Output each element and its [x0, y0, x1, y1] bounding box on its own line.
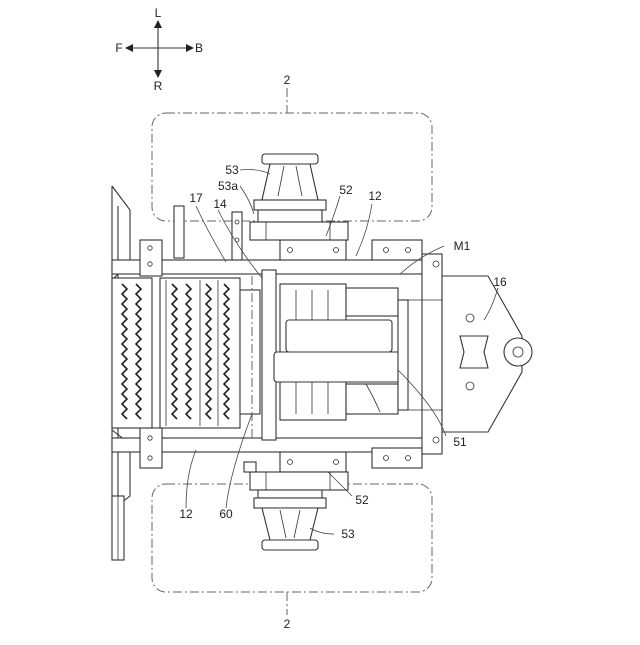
core-end-tank [240, 290, 260, 414]
hub-top-flange [254, 200, 326, 210]
label-part-17: 17 [189, 191, 203, 205]
arrow-down-icon [154, 70, 162, 78]
rear-crossmember [422, 254, 442, 454]
label-frame-top: 12 [368, 189, 382, 203]
arrow-right-icon [186, 44, 194, 52]
axle-housing-bottom [250, 472, 348, 490]
hub-top [250, 154, 348, 240]
motor-body-upper [286, 320, 392, 352]
label-gear-bottom: 52 [355, 493, 369, 507]
leader-hub-top [240, 170, 270, 175]
rear-bracket-top [372, 240, 422, 260]
label-hitch: 16 [493, 275, 507, 289]
label-hub-bottom: 53 [341, 527, 355, 541]
compass-right-label: B [195, 41, 203, 55]
label-wheel-bottom: 2 [284, 617, 291, 631]
label-part-60: 60 [219, 507, 233, 521]
radiator-assembly [112, 276, 272, 440]
drive-housing [262, 240, 408, 472]
frame-post-14 [232, 212, 242, 260]
motor-housing-bottom [346, 384, 398, 414]
motor-body-lower [274, 352, 404, 382]
leader-hub-sub [240, 186, 254, 214]
leader-part-17 [196, 206, 226, 262]
hub-bottom-collar [258, 490, 322, 498]
gear-mount-top [280, 240, 346, 260]
label-hub-top: 53 [225, 163, 239, 177]
label-gear-top: 52 [339, 183, 353, 197]
gear-mount-bottom [280, 452, 346, 472]
hub-bottom-bolt-block [244, 462, 256, 472]
label-wheel-top: 2 [284, 73, 291, 87]
leader-frame-bottom [186, 450, 196, 508]
hitch-eye [504, 338, 532, 366]
hub-bottom [244, 462, 348, 550]
rear-bracket-bottom [372, 448, 422, 468]
label-motor: M1 [454, 239, 471, 253]
hub-top-cap [262, 154, 318, 164]
label-part-51: 51 [453, 435, 467, 449]
hub-bottom-flange [254, 498, 326, 508]
frame-post-17 [174, 206, 184, 258]
compass-down-label: R [154, 79, 163, 93]
hub-top-cone [262, 164, 318, 200]
arrow-left-icon [125, 44, 133, 52]
compass-up-label: L [155, 6, 162, 20]
label-hub-top-sub: 53a [218, 179, 238, 193]
arrow-up-icon [154, 20, 162, 28]
hitch-slot [460, 336, 488, 368]
compass: L R F B [115, 6, 203, 93]
hub-bottom-cap [262, 540, 318, 550]
motor-housing-top [346, 288, 398, 316]
motor-rear-flange [398, 300, 408, 410]
frame-bracket-top-left [140, 240, 162, 276]
label-part-14: 14 [213, 197, 227, 211]
frame-bracket-bottom-left [140, 428, 162, 468]
radiator-core-left [112, 278, 152, 428]
hub-bottom-cone [262, 508, 318, 540]
compass-left-label: F [115, 41, 122, 55]
label-frame-bottom: 12 [179, 507, 193, 521]
leader-frame-top [356, 204, 372, 256]
axle-housing-top [250, 222, 348, 240]
hub-top-collar [258, 210, 322, 222]
leader-hub-bottom [310, 528, 334, 534]
